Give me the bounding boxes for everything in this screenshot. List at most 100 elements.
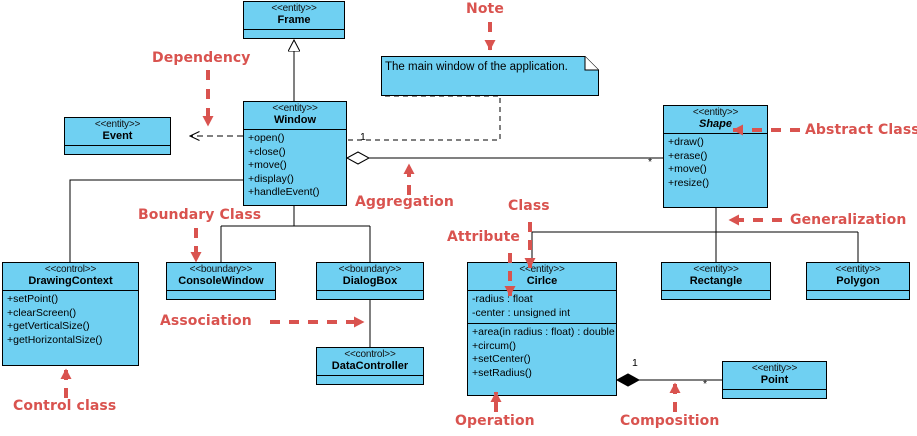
- class-box-dialogbox[interactable]: <<boundary>> DialogBox: [316, 262, 424, 300]
- class-header-polygon: <<entity>> Polygon: [807, 263, 909, 290]
- class-box-datacontroller[interactable]: <<control>> DataController: [316, 347, 424, 385]
- class-name: DialogBox: [342, 274, 398, 287]
- class-separator: [244, 29, 344, 31]
- class-name: Shape: [698, 117, 732, 130]
- class-header-point: <<entity>> Point: [723, 362, 826, 389]
- operation-item: +erase(): [668, 149, 708, 162]
- annotation-label-association: Association: [160, 313, 252, 329]
- composition-circle-point: [615, 373, 722, 387]
- operation-item: +getHorizontalSize(): [7, 333, 103, 346]
- multiplicity-circle-point-source: 1: [632, 357, 638, 369]
- class-box-polygon[interactable]: <<entity>> Polygon: [806, 262, 910, 300]
- annotation-label-operation: Operation: [455, 413, 535, 429]
- class-stereotype: <<entity>>: [272, 103, 318, 114]
- annotation-label-composition: Composition: [620, 413, 720, 429]
- operation-item: +move(): [668, 163, 707, 176]
- class-name: Rectangle: [689, 274, 743, 287]
- note-text: The main window of the application.: [385, 61, 568, 73]
- operation-item: +setRadius(): [472, 366, 532, 379]
- class-separator: [65, 145, 170, 147]
- operation-item: +handleEvent(): [248, 186, 320, 199]
- class-box-point[interactable]: <<entity>> Point: [722, 361, 827, 399]
- class-header-consolewindow: <<boundary>> ConsoleWindow: [167, 263, 275, 290]
- class-stereotype: <<control>>: [344, 349, 396, 360]
- class-box-frame[interactable]: <<entity>> Frame: [243, 1, 345, 39]
- class-separator: [662, 290, 770, 292]
- class-box-consolewindow[interactable]: <<boundary>> ConsoleWindow: [166, 262, 276, 300]
- generalization-shape-subclasses: [531, 208, 859, 262]
- class-header-window: <<entity>> Window: [244, 102, 346, 129]
- class-box-drawingcontext[interactable]: <<control>> DrawingContext +setPoint() +…: [2, 262, 139, 366]
- class-box-circle[interactable]: <<entity>> Cirlce -radius : float -cente…: [467, 262, 617, 396]
- class-header-rectangle: <<entity>> Rectangle: [662, 263, 770, 290]
- class-stereotype: <<control>>: [44, 264, 97, 275]
- class-separator: [167, 290, 275, 292]
- class-separator: [244, 129, 346, 131]
- annotation-label-aggregation: Aggregation: [355, 194, 454, 210]
- class-box-rectangle[interactable]: <<entity>> Rectangle: [661, 262, 771, 300]
- multiplicity-window-shape-source: 1: [360, 131, 366, 143]
- class-stereotype: <<entity>>: [94, 119, 141, 130]
- note-box[interactable]: The main window of the application.: [381, 56, 599, 96]
- class-stereotype: <<entity>>: [519, 264, 565, 275]
- class-box-event[interactable]: <<entity>> Event: [64, 117, 171, 155]
- class-stereotype: <<entity>>: [693, 264, 739, 275]
- class-header-circle: <<entity>> Cirlce: [468, 263, 616, 290]
- generalization-window-boundaries: [220, 206, 371, 262]
- class-header-event: <<entity>> Event: [65, 118, 170, 145]
- class-name: DrawingContext: [28, 274, 113, 287]
- class-separator: [807, 290, 909, 292]
- operation-item: +resize(): [668, 176, 710, 189]
- note-shape: [381, 56, 599, 96]
- class-name: DataController: [331, 359, 409, 372]
- aggregation-window-shape: [345, 151, 663, 165]
- class-operations-circle: +area(in radius : float) : double +circu…: [468, 324, 616, 383]
- class-operations-shape: +draw() +erase() +move() +resize(): [664, 134, 767, 193]
- class-header-shape: <<entity>> Shape: [664, 106, 767, 133]
- operation-item: +setPoint(): [7, 293, 59, 306]
- annotation-label-note: Note: [466, 1, 504, 17]
- association-window-drawingcontext: [69, 179, 243, 262]
- class-stereotype: <<entity>>: [271, 3, 317, 14]
- class-box-shape[interactable]: <<entity>> Shape +draw() +erase() +move(…: [663, 105, 768, 208]
- class-name: Window: [273, 113, 317, 126]
- class-separator: [3, 290, 138, 292]
- annotation-label-dependency: Dependency: [152, 50, 251, 66]
- class-header-drawingcontext: <<control>> DrawingContext: [3, 263, 138, 290]
- class-attributes-circle: -radius : float -center : unsigned int: [468, 291, 616, 323]
- annotation-label-control-class: Control class: [13, 398, 117, 414]
- annotation-label-class: Class: [508, 198, 550, 214]
- class-name: Event: [102, 129, 133, 142]
- operation-item: +circum(): [472, 339, 517, 352]
- operation-item: +clearScreen(): [7, 306, 77, 319]
- class-box-window[interactable]: <<entity>> Window +open() +close() +move…: [243, 101, 347, 206]
- class-stereotype: <<entity>>: [751, 363, 798, 374]
- class-name: Cirlce: [526, 274, 558, 287]
- class-header-dialogbox: <<boundary>> DialogBox: [317, 263, 423, 290]
- attribute-item: -radius : float: [472, 293, 533, 306]
- class-separator: [723, 389, 826, 391]
- class-header-datacontroller: <<control>> DataController: [317, 348, 423, 375]
- class-separator: [317, 290, 423, 292]
- class-stereotype: <<entity>>: [835, 264, 881, 275]
- operation-item: +draw(): [668, 136, 704, 149]
- class-separator: [468, 290, 616, 292]
- operation-item: +display(): [248, 172, 294, 185]
- annotation-label-attribute: Attribute: [447, 229, 520, 245]
- annotation-label-boundary-class: Boundary Class: [138, 207, 262, 223]
- class-header-frame: <<entity>> Frame: [244, 2, 344, 29]
- class-name: Point: [760, 373, 789, 386]
- class-operations-window: +open() +close() +move() +display() +han…: [244, 130, 346, 203]
- annotation-label-generalization: Generalization: [790, 212, 907, 228]
- class-separator: [468, 323, 616, 325]
- multiplicity-circle-point-target: *: [703, 378, 708, 390]
- operation-item: +getVerticalSize(): [7, 320, 90, 333]
- attribute-item: -center : unsigned int: [472, 306, 571, 319]
- class-separator: [317, 375, 423, 377]
- class-separator: [664, 133, 767, 135]
- class-name: ConsoleWindow: [178, 274, 264, 287]
- multiplicity-window-shape-target: *: [648, 156, 653, 168]
